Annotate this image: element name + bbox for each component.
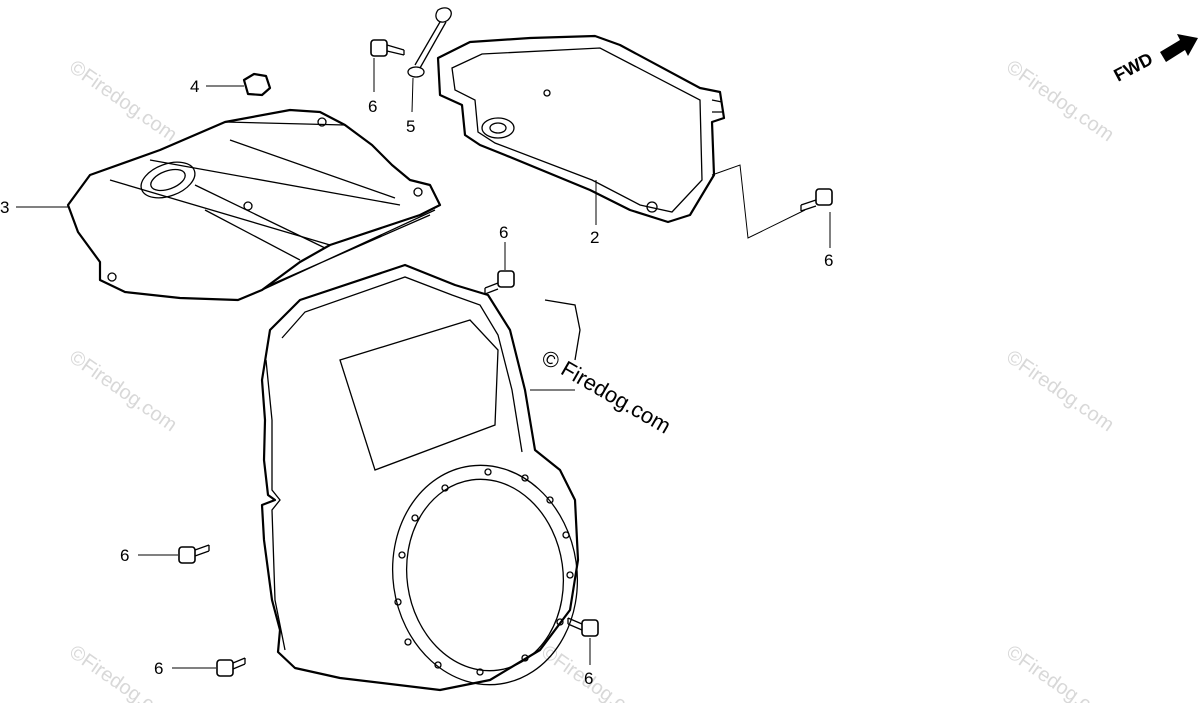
part-5-clip xyxy=(407,7,452,78)
watermark-center: © Firedog.com xyxy=(538,345,676,439)
callout-3: 3 xyxy=(0,198,9,217)
callout-4: 4 xyxy=(190,77,199,96)
watermark: ©Firedog.com xyxy=(65,56,181,146)
callout-6-left-lower: 6 xyxy=(154,659,163,678)
watermark: ©Firedog.com xyxy=(1002,56,1118,146)
part-6-bolts xyxy=(178,39,833,677)
part-3-top-cover xyxy=(66,108,442,302)
bolt xyxy=(484,270,515,295)
bolt xyxy=(800,188,833,212)
bolt xyxy=(178,544,210,564)
watermark: ©Firedog.com xyxy=(1002,346,1118,436)
bolt xyxy=(216,657,246,677)
bolt xyxy=(370,39,405,57)
bolt xyxy=(567,617,599,637)
callout-6-right: 6 xyxy=(824,251,833,270)
blower-housing xyxy=(260,263,581,692)
fwd-arrow-icon xyxy=(1160,34,1198,62)
fwd-label: FWD xyxy=(1110,49,1156,86)
callout-5: 5 xyxy=(406,117,415,136)
leader-5 xyxy=(411,77,414,113)
fwd-indicator: FWD xyxy=(1110,34,1198,86)
part-2-side-guard xyxy=(436,34,726,224)
callout-6-top: 6 xyxy=(368,97,377,116)
leader-lines xyxy=(16,58,831,669)
callout-2: 2 xyxy=(590,228,599,247)
callout-6-middle: 6 xyxy=(499,223,508,242)
callouts: 3 4 6 5 2 6 6 6 6 6 xyxy=(0,77,833,688)
part-4-cap xyxy=(242,72,272,97)
leader-6-right-a xyxy=(711,164,806,239)
watermark: ©Firedog.com xyxy=(65,641,181,703)
watermark: ©Firedog.com xyxy=(65,346,181,436)
callout-6-bottom-right: 6 xyxy=(584,669,593,688)
callout-6-left-upper: 6 xyxy=(120,546,129,565)
watermark: ©Firedog.com xyxy=(1002,641,1118,703)
